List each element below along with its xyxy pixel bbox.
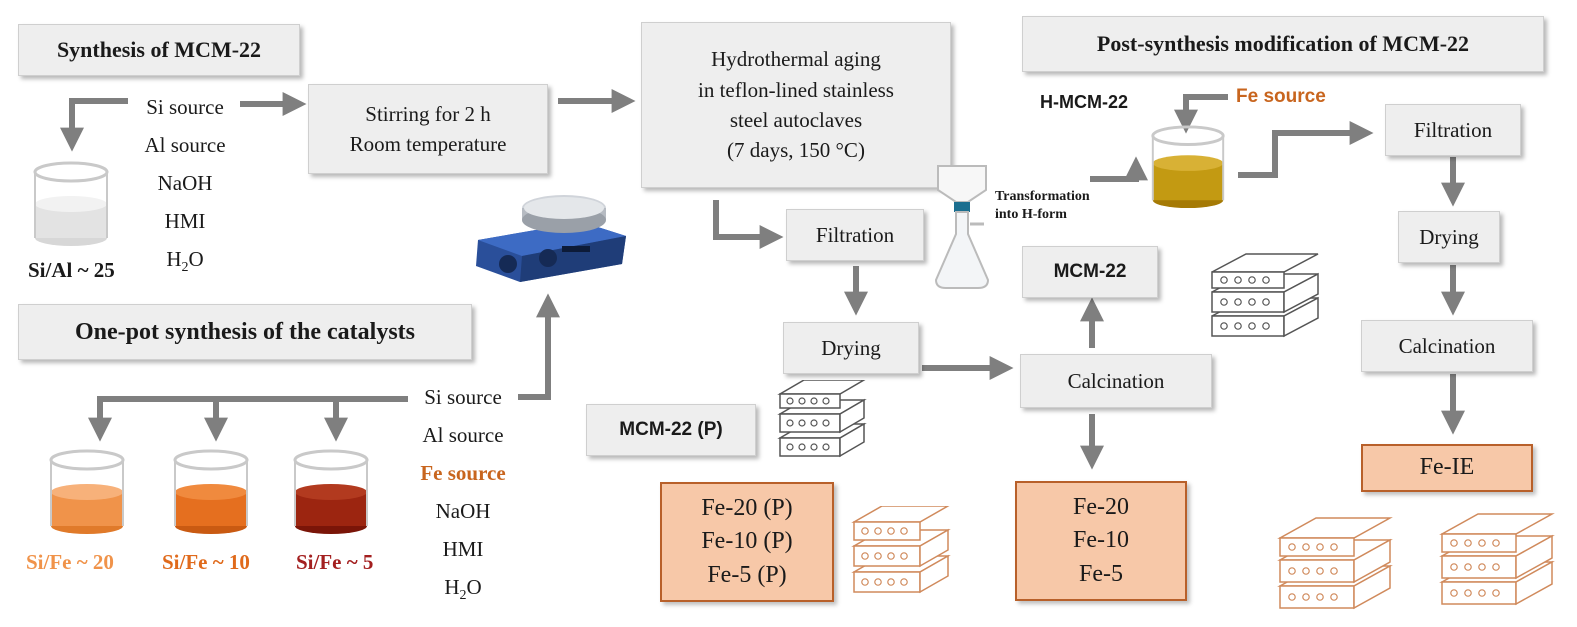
op-fe-source: Fe source (420, 461, 506, 485)
arrow-to-h-beaker (1090, 156, 1148, 182)
post-drying-box: Drying (1398, 211, 1500, 263)
post-fe-source: Fe source (1236, 86, 1326, 107)
drying-box: Drying (783, 322, 919, 374)
arrow-fe-into-beaker (1174, 94, 1228, 134)
ratio-si-fe-20: Si/Fe ~ 20 (26, 550, 114, 574)
post-filtration-box: Filtration (1385, 104, 1521, 156)
zeolite-structure-orange-right-2-icon (1439, 513, 1555, 606)
ingredient-si-source: Si source (146, 95, 224, 119)
synthesis-title: Synthesis of MCM-22 (18, 24, 300, 76)
product-fe10p: Fe-10 (P) (701, 528, 793, 555)
arrow-to-filtration (713, 200, 784, 249)
post-synthesis-title: Post-synthesis modification of MCM-22 (1022, 16, 1544, 72)
one-pot-ingredients: Si source Al source Fe source NaOH HMI H… (404, 378, 522, 615)
calcined-products-box: Fe-20 Fe-10 Fe-5 (1015, 481, 1187, 601)
ingredient-h2o: H2O (166, 247, 204, 276)
product-fe10: Fe-10 (1073, 527, 1129, 554)
product-fe5: Fe-5 (1079, 560, 1123, 587)
hydrothermal-box: Hydrothermal aging in teflon-lined stain… (641, 22, 951, 188)
beaker-gold-icon (1151, 125, 1225, 209)
hotplate-stirrer-icon (476, 195, 626, 282)
product-fe20p: Fe-20 (P) (701, 494, 793, 521)
arrow-to-post-filtration (1238, 121, 1374, 178)
stirring-box: Stirring for 2 h Room temperature (308, 84, 548, 174)
ratio-si-fe-5: Si/Fe ~ 5 (296, 550, 374, 574)
op-al-source: Al source (422, 423, 504, 447)
zeolite-structure-orange-icon (851, 506, 951, 594)
product-fe5p: Fe-5 (P) (707, 561, 787, 588)
filtration-box: Filtration (786, 209, 924, 261)
beaker-dark-red-icon (293, 449, 369, 534)
h-mcm22-label: H-MCM-22 (1040, 92, 1128, 112)
ratio-si-fe-10: Si/Fe ~ 10 (162, 550, 250, 574)
fe-ie-box: Fe-IE (1361, 444, 1533, 492)
transformation-label: Transformation into H-form (995, 189, 1090, 222)
zeolite-structure-gray-icon (777, 380, 867, 458)
op-naoh: NaOH (435, 499, 491, 523)
si-al-ratio: Si/Al ~ 25 (28, 258, 115, 282)
mcm22p-label: MCM-22 (P) (586, 404, 756, 456)
calcination-box: Calcination (1020, 354, 1212, 408)
arrow-to-stirrer (518, 293, 560, 400)
product-fe-ie: Fe-IE (1419, 454, 1475, 481)
zeolite-structure-orange-right-1-icon (1277, 517, 1393, 610)
beaker-clear-icon (33, 161, 109, 246)
ingredient-al-source: Al source (144, 133, 226, 157)
mcm22-label: MCM-22 (1022, 246, 1158, 298)
filtration-flask-icon (934, 165, 990, 289)
product-fe20: Fe-20 (1073, 493, 1129, 520)
one-pot-products-box: Fe-20 (P) Fe-10 (P) Fe-5 (P) (660, 482, 834, 602)
arrow-to-beaker-al (60, 98, 128, 152)
zeolite-structure-gray-large-icon (1211, 253, 1319, 338)
op-si-source: Si source (424, 385, 502, 409)
ingredient-hmi: HMI (164, 209, 206, 233)
arrow-to-fe-beakers (88, 396, 408, 442)
one-pot-title: One-pot synthesis of the catalysts (18, 304, 472, 360)
op-h2o: H2O (444, 575, 482, 604)
post-calcination-box: Calcination (1361, 320, 1533, 372)
beaker-light-orange-icon (49, 449, 125, 534)
beaker-orange-icon (173, 449, 249, 534)
ingredient-naoh: NaOH (157, 171, 213, 195)
op-hmi: HMI (442, 537, 484, 561)
synthesis-ingredients: Si source Al source NaOH HMI H2O (126, 88, 244, 287)
